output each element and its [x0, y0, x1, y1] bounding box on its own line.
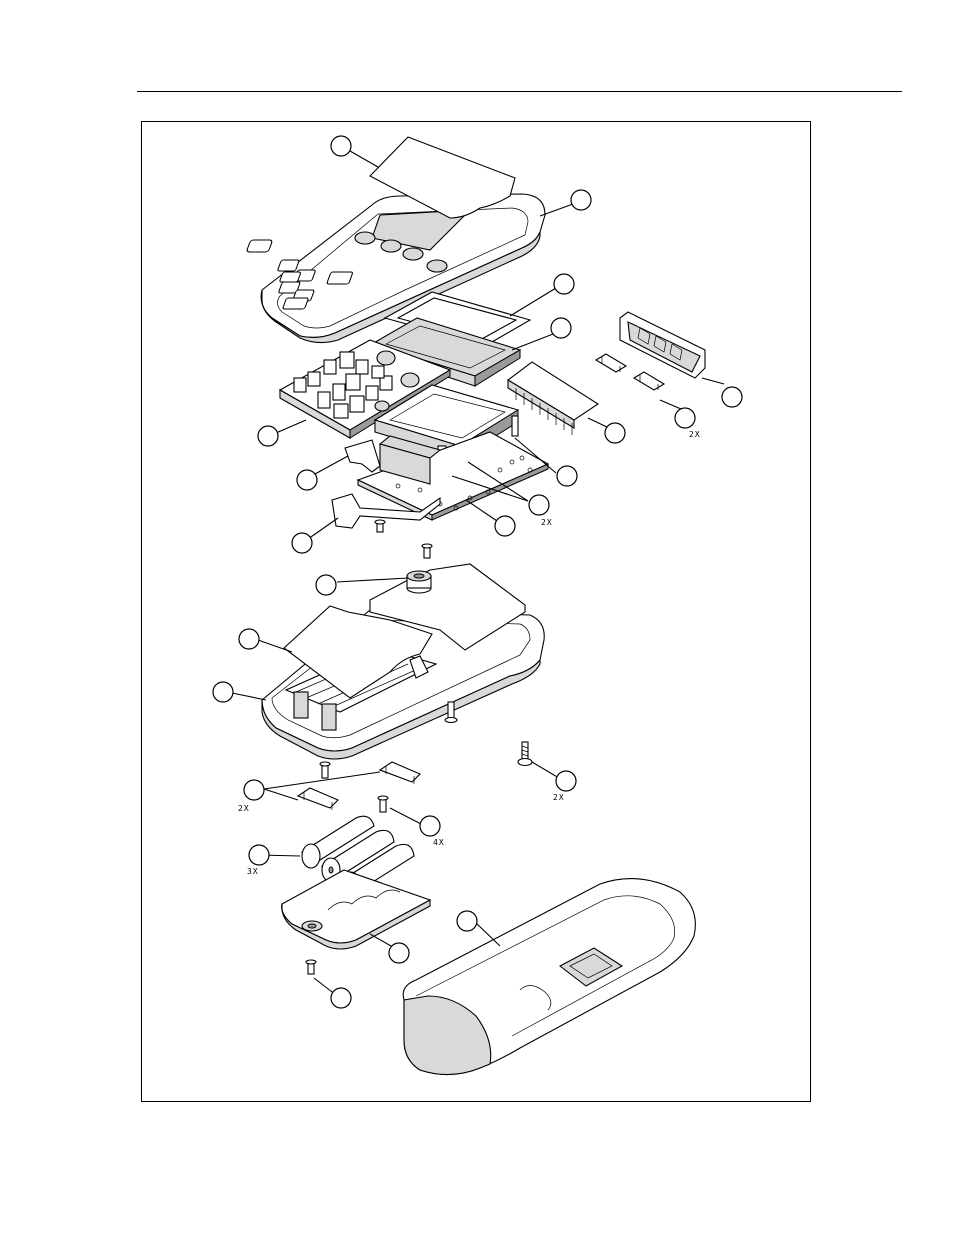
qty-connector-pins: 2X	[541, 518, 553, 527]
callout-decal	[331, 136, 351, 156]
case-screw	[518, 742, 532, 766]
battery-door	[282, 870, 430, 949]
callout-main-pcb	[258, 426, 278, 446]
end-cap	[620, 312, 705, 378]
door-screw	[306, 960, 316, 974]
qty-battery-screws: 4X	[433, 838, 445, 847]
callout-connector-pins	[529, 495, 549, 515]
battery-contact-upper	[380, 762, 420, 784]
callout-standoff	[316, 575, 336, 595]
switch-contacts	[596, 354, 664, 390]
battery-screw-b	[378, 796, 388, 812]
battery-contact-lower	[298, 788, 338, 810]
callout-top-case	[571, 190, 591, 210]
small-screw-top	[375, 520, 385, 532]
callout-connector-strip	[605, 423, 625, 443]
battery-screw-a	[320, 762, 330, 778]
callout-lcd-window	[554, 274, 574, 294]
connector-strip	[508, 362, 598, 435]
qty-switch-contacts: 2X	[689, 430, 701, 439]
callout-battery-contacts	[244, 780, 264, 800]
standoff-screw	[422, 544, 432, 558]
callout-bottom-case	[213, 682, 233, 702]
holster	[403, 879, 695, 1075]
qty-case-screws: 2X	[553, 793, 565, 802]
callout-lcd-display	[551, 318, 571, 338]
callout-end-cap	[722, 387, 742, 407]
callout-display-board	[495, 516, 515, 536]
callout-battery-door	[389, 943, 409, 963]
qty-battery-clips: 2X	[238, 804, 250, 813]
callout-shield-bracket-lower	[292, 533, 312, 553]
callout-display-module	[557, 466, 577, 486]
callout-switch-contacts	[675, 408, 695, 428]
callout-holster	[457, 911, 477, 931]
shield-bracket-upper	[345, 440, 380, 472]
callout-case-screws	[556, 771, 576, 791]
callout-door-screw	[331, 988, 351, 1008]
callout-shield-bracket-upper	[297, 470, 317, 490]
qty-batteries: 3X	[247, 867, 259, 876]
callout-batteries	[249, 845, 269, 865]
standoff	[407, 571, 431, 593]
callout-battery-screws	[420, 816, 440, 836]
callout-shield-plate	[239, 629, 259, 649]
